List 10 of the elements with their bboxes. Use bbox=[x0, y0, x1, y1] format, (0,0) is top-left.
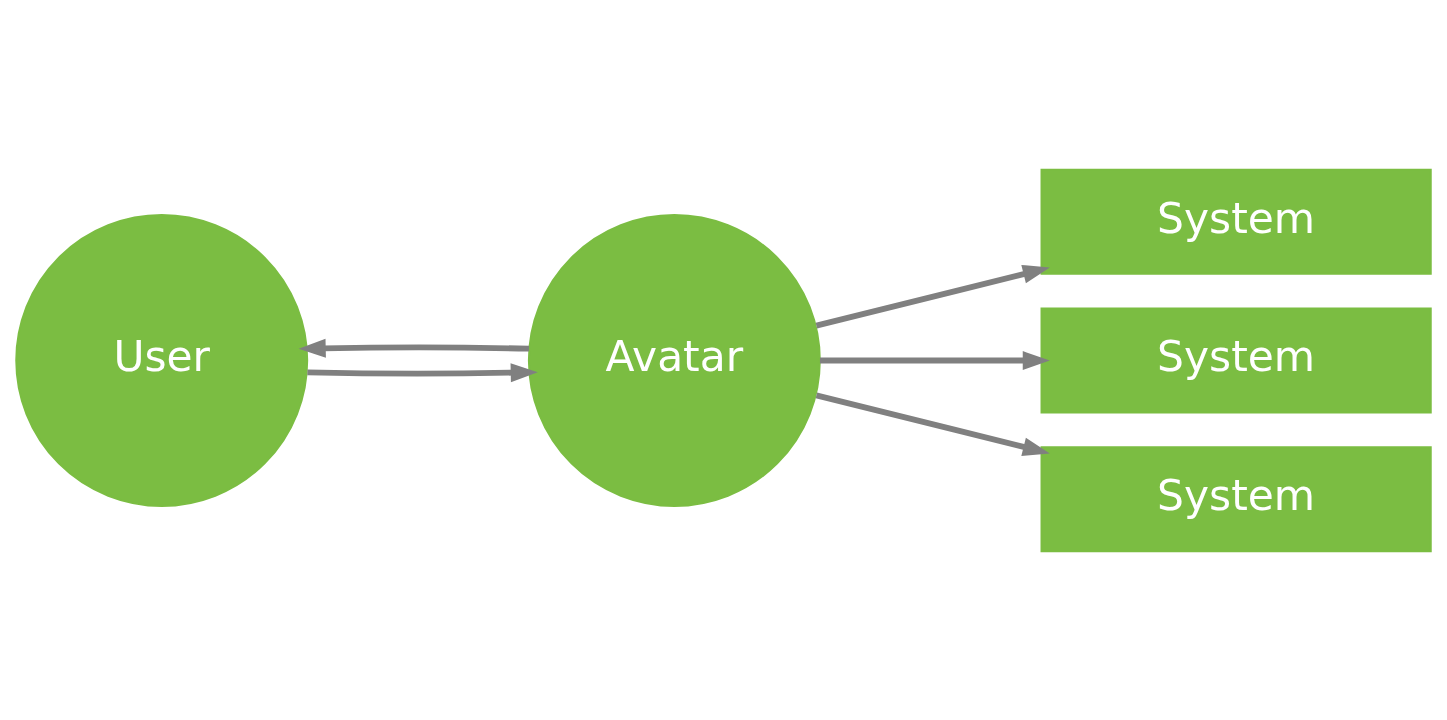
arrow bbox=[298, 338, 530, 358]
node-circle: Avatar bbox=[527, 213, 821, 507]
arrow bbox=[815, 392, 1050, 456]
arrow bbox=[307, 362, 538, 382]
node-box: System bbox=[1040, 168, 1432, 275]
node-box: System bbox=[1040, 445, 1432, 552]
arrow bbox=[819, 350, 1050, 370]
arrow bbox=[815, 264, 1050, 328]
node-circle: User bbox=[15, 213, 309, 507]
node-box: System bbox=[1040, 307, 1432, 413]
